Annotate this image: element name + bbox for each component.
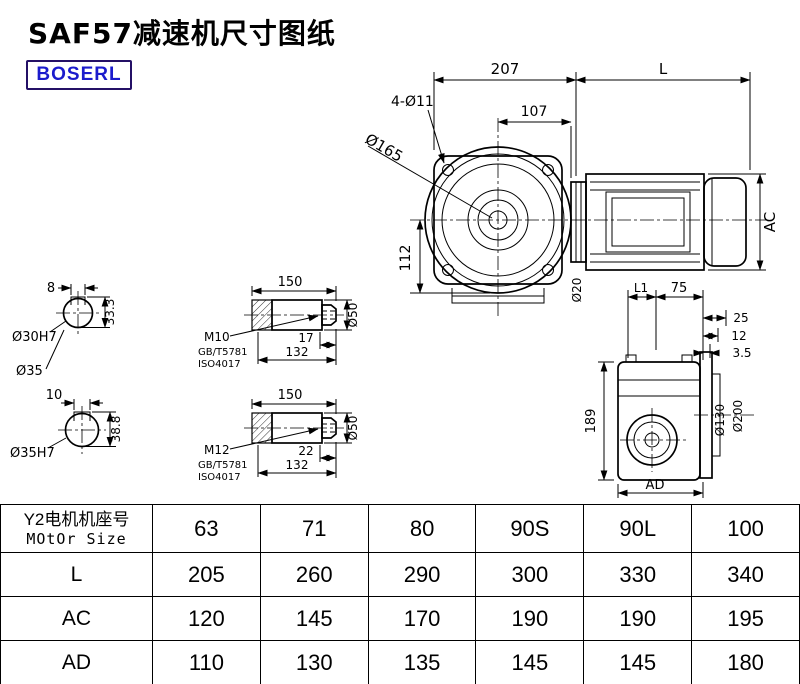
std-gbt5781-b-label: GB/T5781	[198, 460, 248, 471]
dim-12-label: 12	[731, 329, 746, 343]
dim-outer-35-label: Ø35	[16, 364, 43, 379]
dimension-table: Y2电机机座号 MOtOr Size 63 71 80 90S 90L 100 …	[0, 504, 800, 684]
dim-22-label: 22	[298, 444, 313, 458]
std-iso4017-a-label: ISO4017	[198, 359, 241, 370]
technical-drawing: 207 L 107 4-Ø11 Ø165 112 AC Ø20	[10, 60, 779, 498]
dim-L-label: L	[659, 60, 668, 78]
dim-dia-130-label: Ø130	[713, 404, 727, 436]
size-col-63: 63	[152, 504, 261, 553]
dim-150-b-label: 150	[278, 388, 303, 403]
cell-AC-90S: 190	[475, 596, 585, 641]
cell-AC-71: 145	[259, 596, 369, 641]
page-title: SAF57减速机尺寸图纸	[28, 17, 336, 50]
cell-AC-100: 195	[691, 596, 800, 641]
cell-AC-90L: 190	[583, 596, 693, 641]
dim-key-width-8-label: 8	[47, 281, 55, 296]
table-row-AC: AC 120 145 170 190 190 195	[0, 596, 800, 641]
thread-m10-label: M10	[204, 330, 230, 344]
dim-3-5-label: 3.5	[732, 346, 751, 360]
dim-dia-50-a-label: Ø50	[346, 303, 360, 328]
dim-132-a-label: 132	[286, 345, 309, 359]
cell-AC-63: 120	[152, 596, 261, 641]
table-header-row: Y2电机机座号 MOtOr Size 63 71 80 90S 90L 100	[0, 504, 800, 553]
cell-AD-71: 130	[259, 640, 369, 684]
motor-size-header: Y2电机机座号 MOtOr Size	[0, 504, 153, 553]
row-label-AC: AC	[0, 596, 153, 641]
cell-L-90S: 300	[475, 552, 585, 597]
cell-AD-90L: 145	[583, 640, 693, 684]
cell-L-100: 340	[691, 552, 800, 597]
size-col-90S: 90S	[475, 504, 585, 553]
brand-logo-text: BOSERL	[36, 64, 122, 85]
dim-17-label: 17	[298, 331, 313, 345]
dim-key-width-10-label: 10	[46, 388, 63, 403]
dim-207-label: 207	[491, 60, 520, 78]
cell-AC-80: 170	[367, 596, 477, 641]
shaft-section-35: 10 Ø35H7 38.8	[10, 388, 123, 461]
dim-AC-label: AC	[761, 212, 779, 232]
cell-L-71: 260	[259, 552, 369, 597]
size-col-71: 71	[259, 504, 369, 553]
cell-L-90L: 330	[583, 552, 693, 597]
dim-shaft-label: Ø20	[570, 278, 584, 303]
size-col-100: 100	[691, 504, 800, 553]
motor-size-header-cn: Y2电机机座号	[23, 509, 130, 529]
cell-L-80: 290	[367, 552, 477, 597]
cell-AD-90S: 145	[475, 640, 585, 684]
output-shaft-m10: 150 17 132 M10 GB/T5781 ISO4017 Ø50	[198, 275, 360, 370]
dim-132-b-label: 132	[286, 458, 309, 472]
dim-AD-label: AD	[646, 478, 665, 493]
std-gbt5781-a-label: GB/T5781	[198, 347, 248, 358]
side-view: L1 75 25 12 3.5 189 Ø130 Ø200	[584, 281, 756, 498]
dim-75-label: 75	[671, 281, 688, 296]
dim-150-a-label: 150	[278, 275, 303, 290]
size-col-90L: 90L	[583, 504, 693, 553]
dim-key-depth-33-label: 33.3	[103, 299, 117, 326]
dia-35-callout: Ø35	[16, 329, 65, 379]
dim-107-label: 107	[521, 104, 548, 120]
thread-m12-label: M12	[204, 443, 230, 457]
dim-bore-35-label: Ø35H7	[10, 446, 55, 461]
dim-bore-30-label: Ø30H7	[12, 330, 57, 345]
dim-dia-50-b-label: Ø50	[346, 416, 360, 441]
table-row-AD: AD 110 130 135 145 145 180	[0, 640, 800, 684]
motor-size-header-en: MOtOr Size	[26, 529, 127, 548]
table-row-L: L 205 260 290 300 330 340	[0, 552, 800, 597]
brand-logo: BOSERL	[26, 60, 132, 90]
cell-AD-80: 135	[367, 640, 477, 684]
dim-flange-dia-label: Ø165	[362, 130, 406, 166]
dim-dia-200-label: Ø200	[731, 400, 745, 432]
dim-112-label: 112	[398, 245, 414, 272]
cell-AD-100: 180	[691, 640, 800, 684]
output-shaft-m12: 150 22 132 M12 GB/T5781 ISO4017 Ø50	[198, 388, 360, 483]
shaft-section-30: 8 Ø30H7 33.3	[12, 281, 117, 345]
cell-AD-63: 110	[152, 640, 261, 684]
std-iso4017-b-label: ISO4017	[198, 472, 241, 483]
dim-L1-label: L1	[634, 281, 648, 295]
row-label-L: L	[0, 552, 153, 597]
dim-25-label: 25	[733, 311, 748, 325]
dim-key-depth-38-label: 38.8	[109, 416, 123, 443]
dim-189-label: 189	[584, 409, 599, 434]
front-view: 207 L 107 4-Ø11 Ø165 112 AC Ø20	[362, 60, 779, 318]
cell-L-63: 205	[152, 552, 261, 597]
size-col-80: 80	[367, 504, 477, 553]
row-label-AD: AD	[0, 640, 153, 684]
dim-bolt-holes-label: 4-Ø11	[391, 94, 434, 110]
